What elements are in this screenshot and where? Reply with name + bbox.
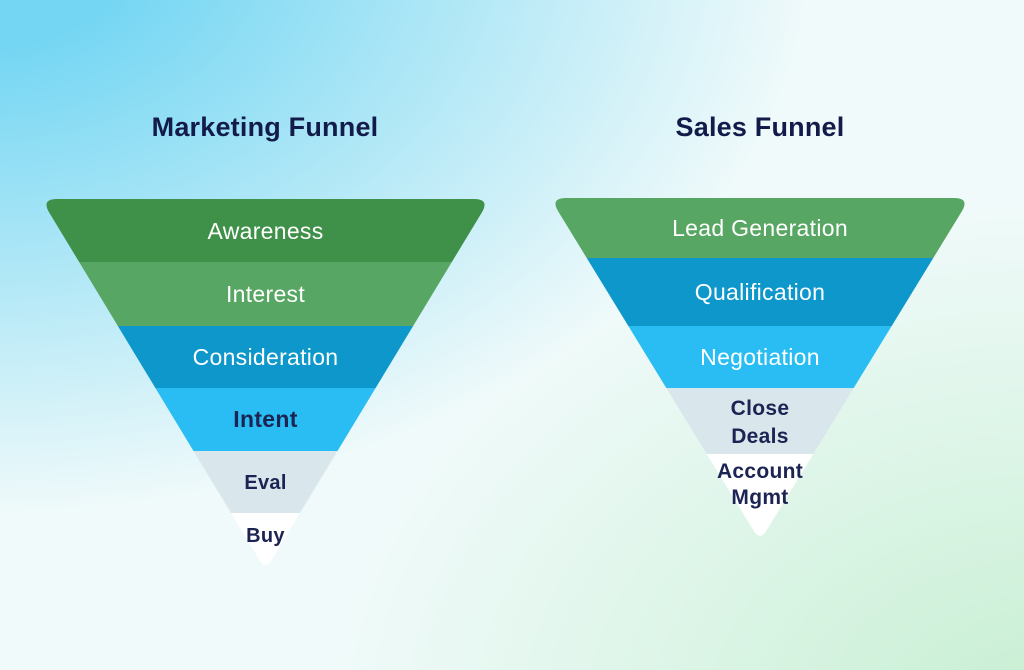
marketing-stage-interest (46, 262, 485, 326)
sales-stage-close-deals-label-line2: Deals (731, 425, 789, 448)
sales-funnel-diagram: Lead Generation Qualification Negotiatio… (555, 198, 965, 536)
marketing-stage-awareness (46, 199, 485, 262)
sales-funnel-title: Sales Funnel (675, 112, 845, 142)
marketing-funnel-title: Marketing Funnel (151, 112, 379, 142)
sales-stage-account-mgmt-label-line1: Account (717, 460, 803, 483)
marketing-stage-awareness-label: Awareness (207, 218, 323, 244)
sales-stage-qualification (555, 258, 965, 326)
marketing-stage-consideration-label: Consideration (193, 344, 339, 370)
marketing-stage-interest-label: Interest (226, 281, 305, 307)
marketing-stage-buy-label: Buy (246, 525, 285, 547)
marketing-stage-intent-label: Intent (233, 406, 297, 432)
sales-stage-close-deals-label-line1: Close (731, 397, 790, 420)
marketing-funnel-diagram: Awareness Interest Consideration Intent … (46, 199, 485, 565)
sales-stage-lead-generation (555, 198, 965, 258)
sales-stage-qualification-label: Qualification (695, 279, 825, 305)
sales-stage-negotiation-label: Negotiation (700, 344, 820, 370)
marketing-stage-eval-label: Eval (244, 472, 286, 494)
sales-stage-account-mgmt-label-line2: Mgmt (731, 486, 788, 509)
sales-stage-lead-generation-label: Lead Generation (672, 215, 848, 241)
